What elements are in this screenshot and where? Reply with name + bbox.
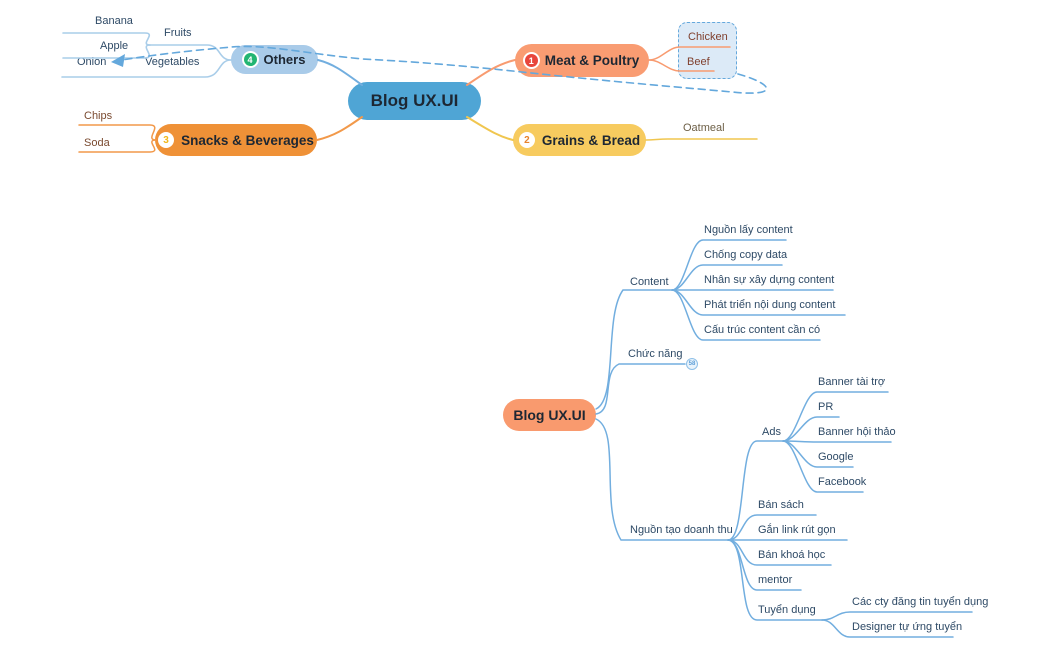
branch-tuyen-dung[interactable]: Tuyển dụng: [758, 604, 816, 616]
edge-tuyendung-child0: [821, 611, 973, 621]
branch-content[interactable]: Content: [630, 276, 669, 288]
topic-label: Meat & Poultry: [544, 53, 640, 68]
branch-ads[interactable]: Ads: [762, 426, 781, 438]
leaf-ads-3[interactable]: Google: [818, 451, 854, 463]
edge-blog-chucnang: [595, 363, 686, 415]
leaf-doanhthu-0[interactable]: Bán sách: [758, 499, 804, 511]
topic-label: Blog UX.UI: [370, 91, 459, 110]
leaf-fruits[interactable]: Fruits: [164, 27, 192, 39]
leaf-apple[interactable]: Apple: [100, 40, 129, 52]
topic-label: Others: [263, 52, 306, 67]
leaf-chips[interactable]: Chips: [84, 110, 113, 122]
leaf-ads-2[interactable]: Banner hội thảo: [818, 426, 896, 438]
leaf-tuyendung-1[interactable]: Designer tự ứng tuyển: [852, 621, 963, 633]
leaf-oatmeal[interactable]: Oatmeal: [683, 122, 725, 134]
edge-center-snacks: [316, 116, 363, 141]
leaf-content-0[interactable]: Nguồn lấy content: [704, 224, 793, 236]
topic-label: Snacks & Beverages: [181, 132, 314, 148]
leaf-content-3[interactable]: Phát triển nội dung content: [704, 299, 836, 311]
leaf-content-2[interactable]: Nhân sự xây dựng content: [704, 274, 835, 286]
leaf-ads-4[interactable]: Facebook: [818, 476, 867, 488]
leaf-chicken[interactable]: Chicken: [688, 31, 728, 43]
leaf-doanhthu-2[interactable]: Bán khoá học: [758, 549, 826, 561]
topic-grains-bread[interactable]: 2 Grains & Bread: [513, 124, 646, 156]
priority-4-icon: 4: [243, 53, 257, 66]
leaf-doanhthu-1[interactable]: Gắn link rút gọn: [758, 524, 836, 536]
edge-ads-child2: [782, 440, 892, 443]
edge-center-meat: [466, 59, 516, 86]
branch-doanh-thu[interactable]: Nguồn tạo doanh thu: [630, 524, 733, 536]
topic-snacks-beverages[interactable]: 3 Snacks & Beverages: [155, 124, 317, 156]
priority-1-icon: 1: [524, 54, 538, 67]
collapsed-children-badge[interactable]: 58: [686, 358, 698, 370]
topic-blog-uxui-top[interactable]: Blog UX.UI: [348, 82, 481, 120]
leaf-vegetables[interactable]: Vegetables: [145, 56, 200, 68]
edge-center-grains: [466, 116, 514, 141]
edge-center-others: [317, 59, 363, 86]
priority-2-icon: 2: [518, 132, 535, 148]
priority-3-icon: 3: [158, 132, 175, 148]
edge-blog-doanhthu: [595, 418, 729, 541]
leaf-ads-0[interactable]: Banner tài trợ: [818, 376, 886, 388]
leaf-soda[interactable]: Soda: [84, 137, 110, 149]
topic-meat-poultry[interactable]: 1 Meat & Poultry: [515, 44, 649, 77]
leaf-beef[interactable]: Beef: [687, 56, 710, 68]
leaf-tuyendung-0[interactable]: Các cty đăng tin tuyển dụng: [852, 596, 989, 608]
relationship-arrowhead: [111, 54, 125, 67]
topic-others[interactable]: 4 Others: [231, 45, 318, 74]
leaf-content-1[interactable]: Chống copy data: [704, 249, 788, 261]
topic-blog-uxui-bottom[interactable]: Blog UX.UI: [503, 399, 596, 431]
leaf-onion[interactable]: Onion: [77, 56, 107, 68]
leaf-doanhthu-3[interactable]: mentor: [758, 574, 793, 586]
branch-chuc-nang[interactable]: Chức năng: [628, 348, 683, 360]
leaf-ads-1[interactable]: PR: [818, 401, 834, 413]
leaf-banana[interactable]: Banana: [95, 15, 133, 27]
topic-label: Blog UX.UI: [513, 407, 586, 423]
leaf-content-4[interactable]: Cấu trúc content cần có: [704, 324, 821, 336]
edge-grains-oatmeal: [645, 138, 758, 141]
topic-label: Grains & Bread: [541, 132, 641, 148]
